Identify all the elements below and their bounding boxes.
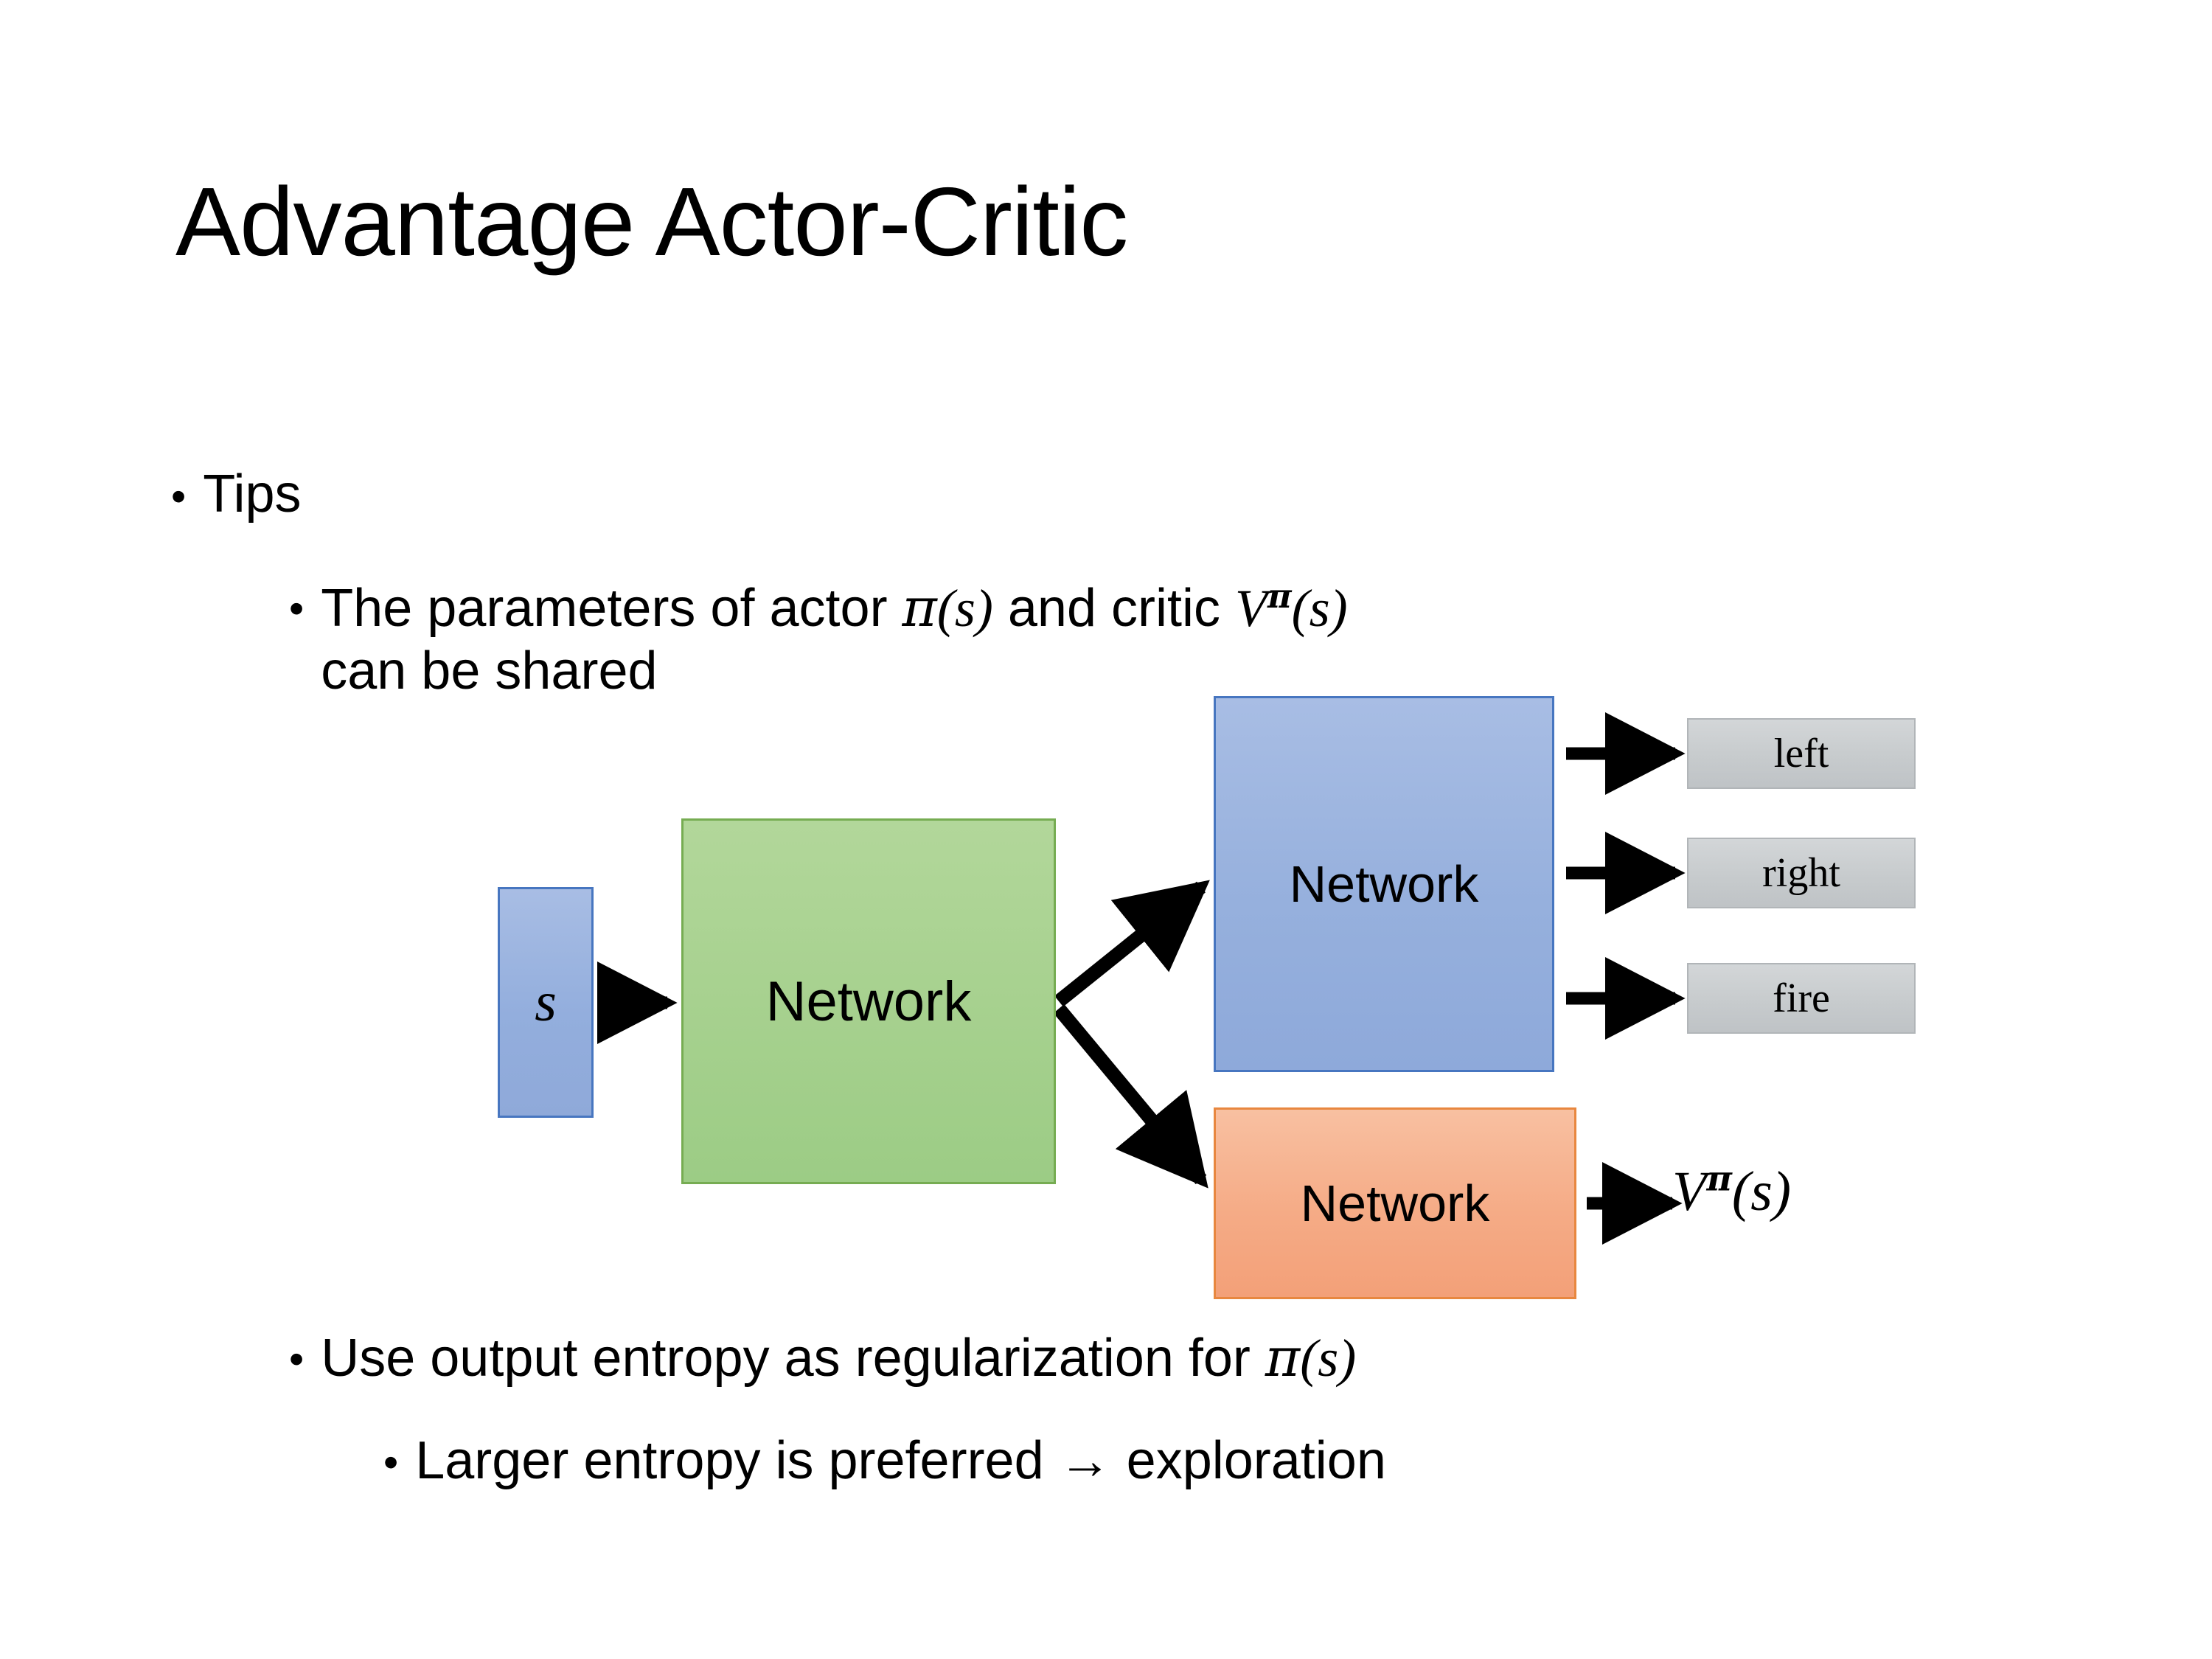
bullet-larger-entropy-label: Larger entropy is preferred → exploratio… xyxy=(415,1431,1386,1490)
bullet-entropy-regularization: • Use output entropy as regularization f… xyxy=(289,1327,1356,1389)
action-output-left-label: left xyxy=(1773,731,1829,776)
actor-network-label: Network xyxy=(1289,855,1479,913)
arrow-shared-to-actor-network xyxy=(1054,880,1210,1007)
math-actor-pi: π xyxy=(902,577,937,639)
bullet-marker-icon: • xyxy=(289,1336,305,1384)
value-output-superscript-pi: π xyxy=(1706,1158,1732,1200)
action-output-right-label: right xyxy=(1762,850,1840,896)
critic-network-label: Network xyxy=(1300,1175,1490,1232)
shared-network-label: Network xyxy=(765,970,972,1033)
shared-text-part1: The parameters of actor xyxy=(321,579,902,638)
state-input-label: s xyxy=(535,971,557,1033)
critic-network-box[interactable]: Network xyxy=(1214,1107,1576,1299)
bullet-tips-label: Tips xyxy=(203,465,302,524)
bullet-shared-parameters-text: The parameters of actor π(s) and critic … xyxy=(321,577,1347,703)
math-entropy-pi: π xyxy=(1265,1326,1301,1388)
state-input-box[interactable]: s xyxy=(498,887,594,1118)
action-output-fire[interactable]: fire xyxy=(1687,963,1916,1034)
action-output-fire-label: fire xyxy=(1773,975,1830,1021)
bullet-tips: • Tips xyxy=(171,465,302,524)
shared-network-box[interactable]: Network xyxy=(681,818,1056,1184)
shared-text-line2: can be shared xyxy=(321,641,658,700)
shared-text-part2: and critic xyxy=(992,579,1235,638)
value-output-argument: (s) xyxy=(1731,1161,1792,1222)
bullet-entropy-text: Use output entropy as regularization for… xyxy=(321,1327,1356,1389)
math-entropy-arg: (s) xyxy=(1300,1329,1357,1388)
math-critic-v: V xyxy=(1234,579,1267,638)
value-output-symbol: V xyxy=(1672,1161,1707,1222)
page-title: Advantage Actor-Critic xyxy=(175,167,1128,276)
bullet-shared-parameters: • The parameters of actor π(s) and criti… xyxy=(289,577,2073,703)
actor-network-box[interactable]: Network xyxy=(1214,696,1554,1072)
value-output-label: Vπ(s) xyxy=(1672,1159,1791,1224)
math-critic-superscript-pi: π xyxy=(1267,577,1292,616)
entropy-text-part1: Use output entropy as regularization for xyxy=(321,1329,1265,1388)
math-actor-arg: (s) xyxy=(936,579,993,638)
bullet-marker-icon: • xyxy=(383,1439,399,1487)
math-critic-arg: (s) xyxy=(1291,579,1348,638)
action-output-right[interactable]: right xyxy=(1687,838,1916,908)
bullet-marker-icon: • xyxy=(289,585,305,633)
bullet-marker-icon: • xyxy=(171,473,187,521)
bullet-larger-entropy: • Larger entropy is preferred → explorat… xyxy=(383,1430,1386,1492)
action-output-left[interactable]: left xyxy=(1687,718,1916,789)
arrow-shared-to-critic-network xyxy=(1053,1004,1208,1189)
